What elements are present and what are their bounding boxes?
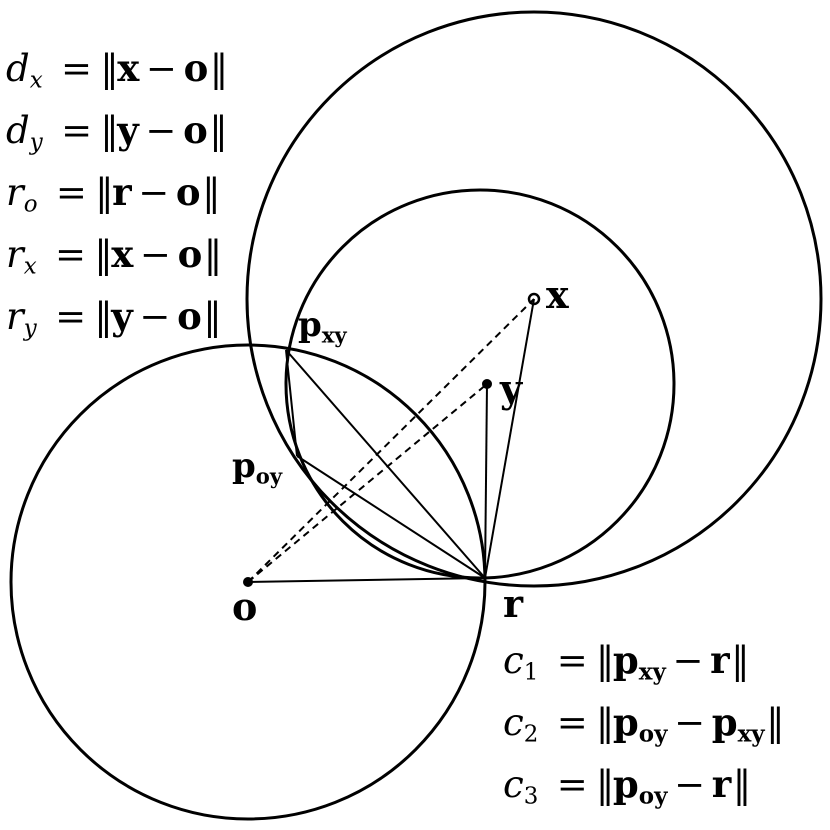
label-poy: poy <box>232 446 283 489</box>
label-r: r <box>503 581 524 626</box>
point-x <box>527 292 541 306</box>
point-y <box>482 379 492 389</box>
equation-left-2: dy =‖y−o‖ <box>6 108 228 156</box>
equation-left-3: ro =‖r−o‖ <box>6 170 221 218</box>
segment-r-x <box>484 298 535 579</box>
segment-o-r <box>247 577 486 583</box>
segment-pxy-r <box>285 349 486 579</box>
label-y: y <box>500 366 523 411</box>
equation-left-4: rx =‖x−o‖ <box>6 232 222 280</box>
label-o: o <box>232 584 258 629</box>
equation-left-5: ry =‖y−o‖ <box>6 294 222 342</box>
equation-right-2: c2 =‖poy−pxy‖ <box>503 700 785 748</box>
segment-poy-r <box>296 455 486 579</box>
equation-right-3: c3 =‖poy−r‖ <box>503 762 751 810</box>
equation-right-1: c1 =‖pxy−r‖ <box>503 638 750 686</box>
label-x: x <box>546 272 569 317</box>
segment-pxy-poy <box>285 349 298 457</box>
segment-r-y <box>484 383 488 579</box>
dashed-line-o-y <box>247 383 488 583</box>
circle-inner <box>284 188 676 580</box>
equation-left-1: dx =‖x−o‖ <box>6 46 228 94</box>
circle-outer-large <box>245 10 823 588</box>
point-o <box>243 577 253 587</box>
label-pxy: pxy <box>298 305 347 348</box>
